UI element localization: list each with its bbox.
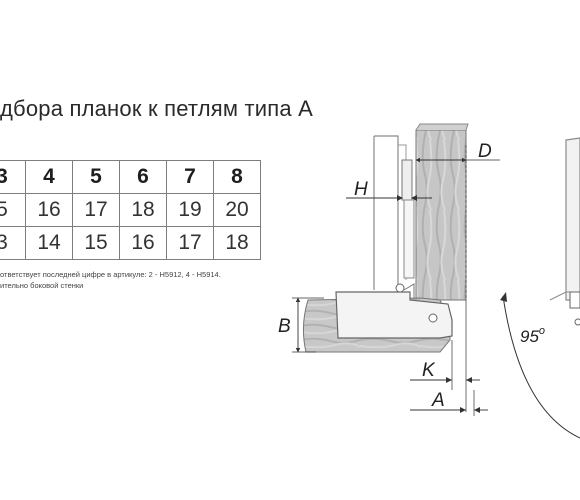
opening-angle-view: 95o (500, 137, 580, 439)
page-title: дбора планок к петлям типа А (0, 96, 313, 121)
table-footnote: ительно боковой стенки (0, 281, 84, 290)
dimension-label-h: H (354, 179, 368, 200)
table-cell: 15 (72, 226, 120, 260)
dimension-label-a: A (431, 390, 445, 411)
angle-value: 95 (520, 327, 539, 346)
dimension-b: B (278, 297, 324, 353)
table-cell: 18 (213, 226, 261, 260)
table-header-cell: 4 (25, 160, 73, 194)
mounting-plate-table: 3 4 5 6 7 8 5 16 17 18 19 20 3 14 15 16 … (0, 160, 261, 260)
table-header-cell: 8 (213, 160, 261, 194)
table-footnote: ответствует последней цифре в артикуле: … (0, 270, 221, 279)
table-header-row: 3 4 5 6 7 8 (0, 160, 261, 194)
door-panel (415, 123, 469, 301)
dimension-label-k: K (422, 360, 436, 381)
table-cell: 19 (166, 193, 214, 227)
dimension-d: D (415, 141, 500, 300)
opening-angle-label: 95o (520, 325, 545, 346)
table-cell: 16 (25, 193, 73, 227)
dimension-label-d: D (478, 141, 492, 162)
table-row: 3 14 15 16 17 18 (0, 226, 261, 260)
table-row: 5 16 17 18 19 20 (0, 193, 261, 227)
cabinet-side-wall (373, 135, 407, 290)
table-header-cell: 3 (0, 160, 26, 194)
dimension-k: K (410, 300, 480, 412)
table-cell: 14 (25, 226, 73, 260)
table-cell: 17 (166, 226, 214, 260)
table-cell: 17 (72, 193, 120, 227)
angle-unit: o (539, 325, 545, 337)
dimension-h: H (346, 179, 432, 201)
hinge-mechanism (335, 159, 453, 339)
dimension-a: A (410, 390, 488, 416)
dimension-label-b: B (278, 316, 291, 337)
table-cell: 16 (119, 226, 167, 260)
